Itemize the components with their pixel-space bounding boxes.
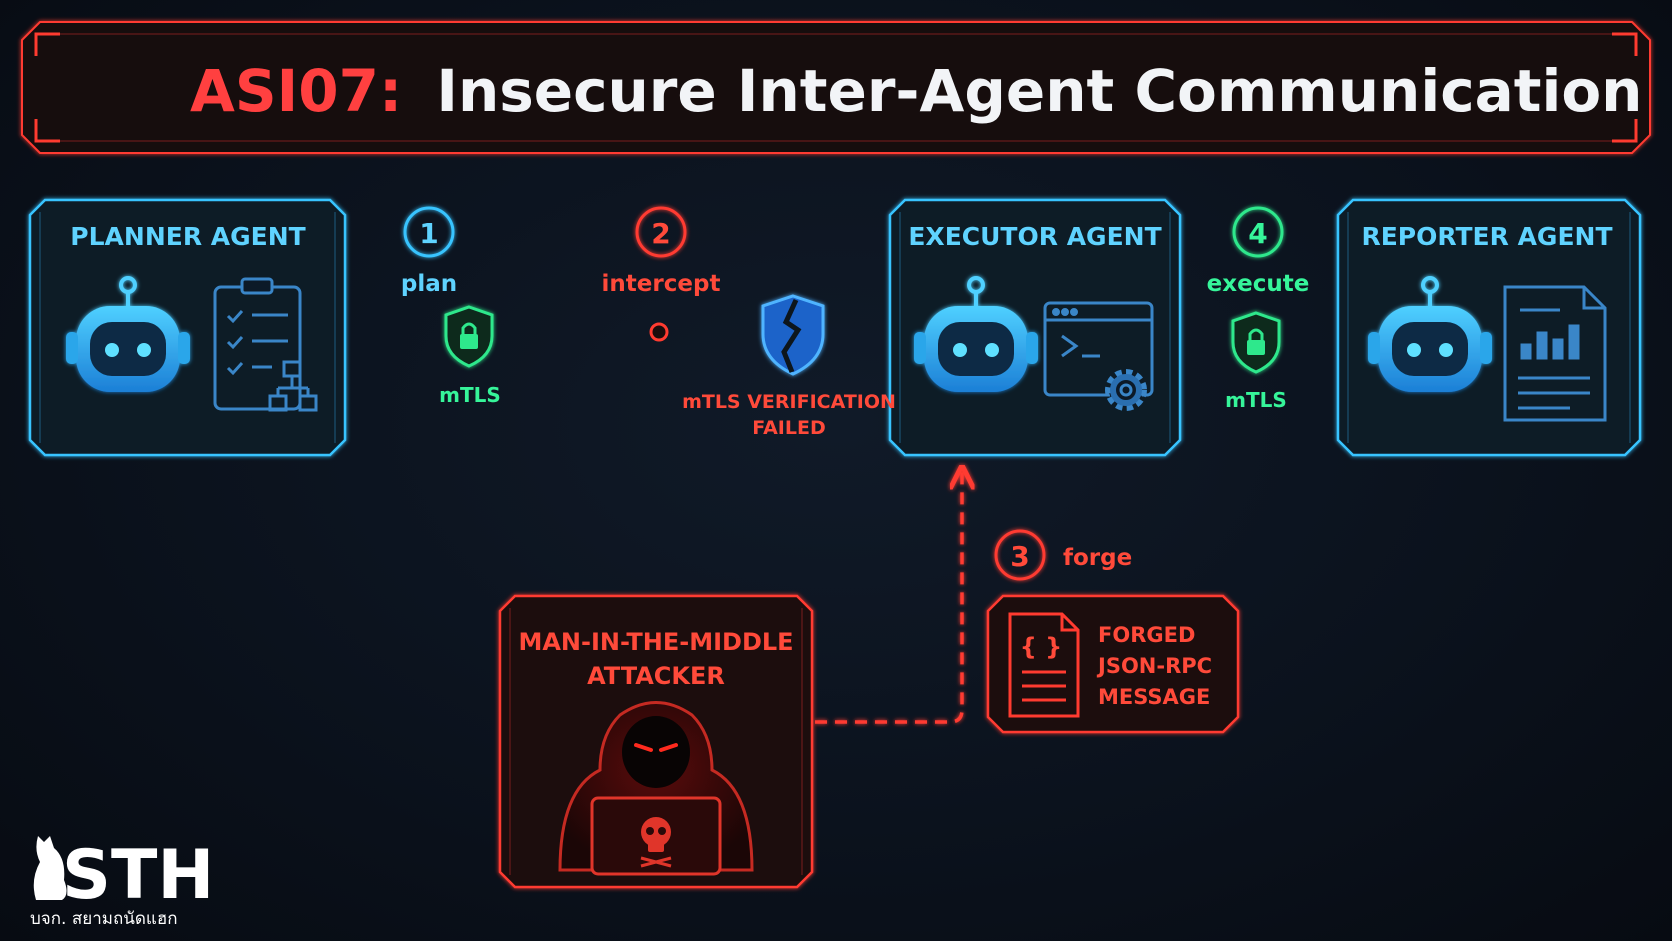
forge-line	[815, 470, 962, 724]
reporter-agent-title: REPORTER AGENT	[1361, 222, 1612, 251]
lock-shield-icon	[1231, 311, 1281, 374]
intercept-point	[649, 322, 669, 342]
title-banner: ASI07: Insecure Inter-Agent Communicatio…	[21, 21, 1651, 154]
planner-agent-card: PLANNER AGENT	[28, 198, 347, 457]
hooded-hacker-icon	[558, 701, 754, 876]
planner-agent-title: PLANNER AGENT	[70, 222, 305, 251]
step-1-number: 1	[419, 217, 438, 250]
step-3-label: forge	[1063, 545, 1132, 571]
forged-message-card: { } FORGED JSON-RPC MESSAGE	[986, 594, 1240, 734]
step-4-label: execute	[1207, 271, 1310, 297]
executor-robot-icon	[914, 276, 1038, 392]
mtls-label-2: mTLS	[1225, 388, 1287, 412]
step-2-label: intercept	[602, 271, 721, 297]
verification-failed-line2: FAILED	[752, 417, 825, 439]
json-document-icon: { }	[1008, 612, 1080, 718]
mtls-label-1: mTLS	[439, 383, 501, 407]
title-text: Insecure Inter-Agent Communication	[436, 57, 1642, 125]
cat-icon	[33, 836, 67, 900]
verification-failed-line1: mTLS VERIFICATION	[682, 391, 896, 413]
forged-line1: FORGED	[1098, 623, 1195, 647]
step-1-label: plan	[401, 271, 457, 297]
attacker-title-line2: ATTACKER	[587, 662, 725, 690]
svg-text:ASI07: Insecure Inter-Ag: ASI07: Insecure Inter-Agent Communicatio…	[190, 57, 1642, 125]
step-1: 1 plan	[401, 206, 457, 297]
logo-name: STH	[62, 836, 214, 915]
step-3: 3 forge	[994, 529, 1132, 581]
report-chart-icon	[1503, 285, 1607, 422]
executor-agent-title: EXECUTOR AGENT	[908, 222, 1161, 251]
terminal-gear-icon	[1043, 301, 1154, 411]
planner-robot-icon	[66, 276, 190, 392]
broken-shield-icon	[761, 294, 825, 376]
sth-logo: STH บจก. สยามถนัดแฮก	[30, 836, 214, 929]
checklist-icon	[213, 277, 318, 412]
skull-icon	[640, 817, 672, 868]
attacker-title-line1: MAN-IN-THE-MIDDLE	[518, 628, 793, 656]
attacker-card: MAN-IN-THE-MIDDLE ATTACKER	[498, 594, 814, 889]
step-3-number: 3	[1010, 540, 1029, 573]
step-4: 4 execute	[1207, 206, 1310, 297]
step-2-number: 2	[651, 217, 670, 250]
reporter-robot-icon	[1368, 276, 1492, 392]
step-2: 2 intercept	[602, 206, 721, 297]
lock-shield-icon	[444, 305, 494, 368]
reporter-agent-card: REPORTER AGENT	[1336, 198, 1642, 457]
step-4-number: 4	[1248, 217, 1267, 250]
executor-agent-card: EXECUTOR AGENT	[888, 198, 1182, 457]
svg-text:{ }: { }	[1020, 633, 1063, 661]
forged-line2: JSON-RPC	[1096, 654, 1212, 678]
logo-subtitle: บจก. สยามถนัดแฮก	[30, 909, 178, 929]
title-code: ASI07:	[190, 57, 402, 125]
forged-line3: MESSAGE	[1098, 685, 1210, 709]
